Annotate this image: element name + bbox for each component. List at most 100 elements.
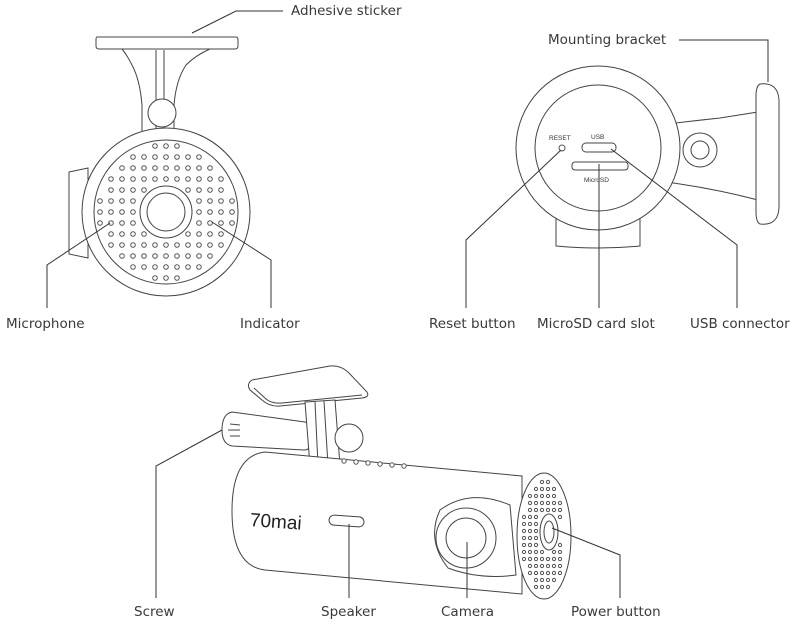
side-vent-hole [539, 507, 545, 513]
microsd-slot [571, 161, 629, 171]
front-vent-hole [130, 242, 136, 248]
front-vent-hole [163, 253, 169, 259]
side-vent-hole [527, 563, 533, 569]
side-vent-hole [545, 479, 551, 485]
speaker-slot [328, 514, 365, 528]
side-vent-hole [545, 500, 551, 506]
front-vent-hole [196, 176, 202, 182]
front-vent-hole [108, 242, 114, 248]
leader-indicator [211, 221, 272, 308]
front-vent-hole [174, 143, 180, 149]
side-vent-hole [557, 500, 563, 506]
side-vent-hole [521, 528, 527, 534]
side-vent-hole [551, 563, 557, 569]
front-vent-hole [218, 198, 224, 204]
side-vent-hole [521, 556, 527, 562]
side-vent-hole [533, 570, 539, 576]
side-vent-hole [539, 577, 545, 583]
front-vent-hole [163, 275, 169, 281]
front-vent-hole [207, 231, 213, 237]
side-vent-hole [545, 584, 551, 590]
front-vent-hole [119, 253, 125, 259]
front-vent-hole [229, 198, 235, 204]
front-vent-hole [163, 165, 169, 171]
front-vent-hole [97, 198, 103, 204]
front-vent-hole [130, 165, 136, 171]
side-vent-hole [539, 493, 545, 499]
side-vent-hole [539, 584, 545, 590]
front-vent-hole [130, 198, 136, 204]
microsd-text: MicroSD [584, 177, 609, 184]
front-vent-hole [218, 209, 224, 215]
front-vent-hole [119, 231, 125, 237]
front-vent-hole [130, 176, 136, 182]
front-vent-hole [163, 143, 169, 149]
front-vent-hole [163, 242, 169, 248]
front-vent-hole [130, 253, 136, 259]
front-vent-hole [152, 275, 158, 281]
front-vent-hole [196, 154, 202, 160]
side-vent-hole [539, 500, 545, 506]
side-vent-hole [545, 486, 551, 492]
front-vent-hole [185, 165, 191, 171]
front-screw-knob [147, 98, 177, 128]
side-vent-hole [533, 486, 539, 492]
back-screw-knob [682, 132, 718, 168]
label-speaker: Speaker [321, 604, 376, 620]
side-vent-hole [527, 521, 533, 527]
side-vent-hole [527, 570, 533, 576]
side-vent-hole [533, 500, 539, 506]
front-vent-hole [185, 187, 191, 193]
front-vent-hole [152, 176, 158, 182]
side-vent-hole [557, 549, 563, 555]
label-camera: Camera [441, 604, 494, 620]
label-screw: Screw [134, 604, 175, 620]
front-vent-hole [152, 253, 158, 259]
leader-usb-connector [610, 148, 738, 308]
side-vent-hole [533, 577, 539, 583]
front-vent-hole [141, 154, 147, 160]
front-vent-hole [207, 176, 213, 182]
front-vent-hole [218, 220, 224, 226]
side-vent-hole [539, 479, 545, 485]
side-view: 70mai [221, 365, 572, 600]
side-vent-hole [533, 584, 539, 590]
side-vent-hole [533, 556, 539, 562]
front-vent-hole [97, 220, 103, 226]
front-vent-hole [130, 231, 136, 237]
front-vent-hole [141, 176, 147, 182]
side-vent-hole [557, 563, 563, 569]
side-vent-hole [557, 570, 563, 576]
reset-hole [558, 144, 566, 152]
side-vent-hole [545, 507, 551, 513]
front-vent-hole [119, 220, 125, 226]
front-vent-hole [185, 253, 191, 259]
leader-mounting-bracket [679, 39, 769, 82]
side-vent-hole [533, 535, 539, 541]
side-vent-hole [557, 556, 563, 562]
back-view: RESET USB MicroSD [515, 65, 780, 249]
front-vent-hole [141, 165, 147, 171]
leader-screw [155, 429, 223, 598]
front-vent-hole [130, 220, 136, 226]
front-vent-hole [196, 209, 202, 215]
brand-logo: 70mai [249, 510, 302, 535]
side-vent-hole [539, 549, 545, 555]
front-vent-hole [218, 242, 224, 248]
front-vent-hole [152, 143, 158, 149]
side-vent-hole [527, 556, 533, 562]
side-vent-hole [521, 521, 527, 527]
front-vent-hole [141, 231, 147, 237]
label-usb-connector: USB connector [690, 316, 790, 332]
leader-reset-button [465, 149, 562, 308]
front-vent-hole [119, 176, 125, 182]
front-vent-hole [141, 187, 147, 193]
front-vent-hole [218, 176, 224, 182]
side-vent-hole [551, 549, 557, 555]
front-vent-hole [218, 187, 224, 193]
front-vent-hole [108, 187, 114, 193]
side-vent-hole [539, 486, 545, 492]
front-vent-hole [196, 231, 202, 237]
side-vent-hole [527, 528, 533, 534]
side-vent-hole [539, 570, 545, 576]
